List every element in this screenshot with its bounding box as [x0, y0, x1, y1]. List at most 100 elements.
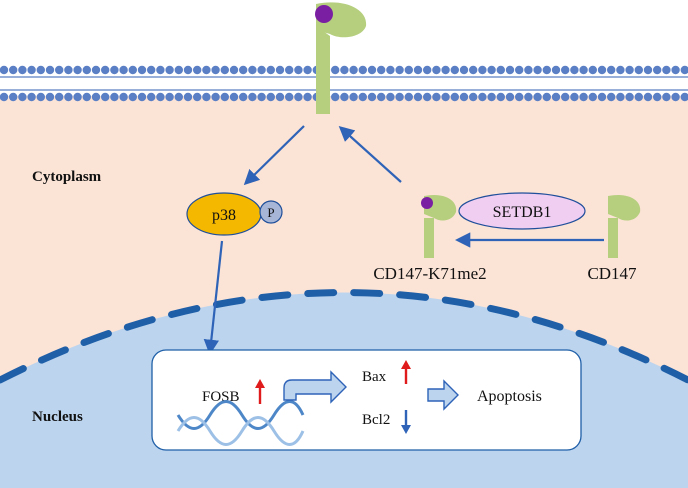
lipid-head — [349, 92, 358, 102]
lipid-head — [533, 92, 542, 102]
lipid-head — [137, 65, 147, 75]
lipid-head — [533, 65, 542, 75]
lipid-head — [377, 65, 386, 75]
lipid-head — [174, 65, 183, 75]
lipid-head — [607, 92, 616, 102]
apoptosis-label: Apoptosis — [477, 388, 542, 405]
lipid-head — [404, 92, 413, 102]
fosb-up-arrow — [255, 379, 265, 404]
setdb1-label: SETDB1 — [493, 204, 552, 221]
cd147-head — [608, 194, 641, 221]
lipid-head — [450, 65, 459, 75]
lipid-head — [487, 92, 496, 102]
lipid-head — [588, 92, 597, 102]
lipid-head — [9, 65, 18, 75]
lipid-head — [358, 92, 367, 102]
dna-helix — [176, 400, 305, 446]
lipid-head — [469, 92, 478, 102]
lipid-head — [349, 65, 358, 75]
lipid-head — [27, 65, 36, 75]
lipid-head — [542, 65, 551, 75]
cd147-k71me2-receptor — [421, 194, 457, 258]
lipid-head — [386, 92, 395, 102]
lipid-head — [643, 65, 653, 75]
bax-label: Bax — [362, 369, 387, 385]
lipid-head — [496, 92, 505, 102]
lipid-head — [183, 92, 193, 102]
lipid-head — [248, 65, 257, 75]
lipid-head — [36, 92, 45, 102]
bcl2-label: Bcl2 — [362, 412, 390, 428]
lipid-head — [64, 92, 73, 102]
nuclear-envelope — [0, 289, 688, 384]
lipid-head — [0, 65, 9, 75]
lipid-head — [275, 65, 285, 75]
lipid-head — [478, 65, 487, 75]
lipid-head — [275, 92, 285, 102]
bcl2-down-arrow — [401, 410, 411, 434]
lipid-head — [432, 92, 441, 102]
cd147-receptor — [608, 194, 641, 258]
cd147-k71me2-label: CD147-K71me2 — [373, 264, 486, 283]
lipid-head — [367, 92, 377, 102]
lipid-head — [119, 65, 128, 75]
membrane-receptor — [315, 2, 367, 114]
lipid-head — [0, 92, 9, 102]
lipid-head — [616, 92, 625, 102]
lipid-head — [202, 92, 211, 102]
lipid-head — [91, 92, 101, 102]
lipid-head — [634, 65, 643, 75]
lipid-head — [285, 65, 294, 75]
cell-membrane — [0, 65, 688, 102]
lipid-head — [404, 65, 413, 75]
lipid-head — [377, 92, 386, 102]
lipid-head — [45, 65, 55, 75]
lipid-head — [18, 65, 27, 75]
lipid-head — [515, 92, 524, 102]
lipid-head — [662, 65, 671, 75]
lipid-head — [450, 92, 459, 102]
p38-protein: p38 P — [186, 192, 283, 236]
arrow-p38-to-nucleus — [203, 240, 224, 356]
lipid-head — [55, 65, 64, 75]
lipid-head — [561, 92, 570, 102]
lipid-head — [579, 92, 588, 102]
lipid-head — [395, 92, 404, 102]
lipid-head — [239, 65, 248, 75]
lipid-head — [367, 65, 377, 75]
lipid-head — [607, 65, 616, 75]
lipid-head — [653, 92, 662, 102]
lipid-head — [266, 92, 275, 102]
lipid-head — [128, 65, 137, 75]
lipid-head — [193, 65, 202, 75]
lipid-head — [331, 92, 340, 102]
lipid-head — [266, 65, 275, 75]
lipid-head — [147, 65, 156, 75]
receptor-stalk — [316, 44, 330, 114]
lipid-head — [229, 92, 239, 102]
cytoplasm-label: Cytoplasm — [32, 169, 102, 185]
cd147-methyl-dot — [421, 197, 433, 209]
lipid-head — [551, 92, 561, 102]
lipid-head — [239, 92, 248, 102]
lipid-head — [119, 92, 128, 102]
lipid-head — [413, 92, 423, 102]
lipid-head — [147, 92, 156, 102]
lipid-head — [625, 65, 634, 75]
cd147-k71me2-stalk — [424, 218, 434, 258]
lipid-head — [211, 65, 220, 75]
lipid-head — [680, 92, 688, 102]
lipid-head — [524, 65, 533, 75]
lipid-head — [257, 92, 266, 102]
gene-expression-box — [151, 349, 582, 451]
cd147-label: CD147 — [587, 264, 637, 283]
setdb1-oval — [458, 192, 586, 230]
lipid-head — [487, 65, 496, 75]
lipid-head — [496, 65, 505, 75]
lipid-head — [64, 65, 73, 75]
lipid-head — [45, 92, 55, 102]
lipid-head — [55, 92, 64, 102]
methyl-group-dot — [315, 5, 333, 23]
lipid-head — [469, 65, 478, 75]
